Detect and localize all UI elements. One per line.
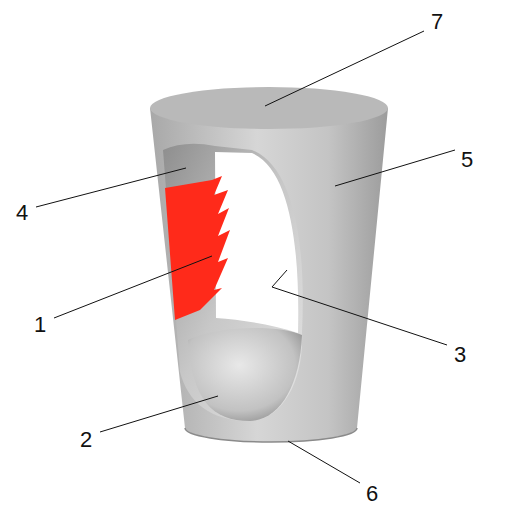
bottom-rim [185,428,357,442]
callout-number: 1 [34,314,46,336]
top-face [150,87,388,129]
window-opening [215,152,298,333]
inner-floor [188,328,302,421]
callout-number: 6 [366,483,378,505]
callout-number: 2 [80,429,92,451]
callout-number: 4 [16,202,28,224]
inner-wall [163,144,303,421]
cylinder-body [150,108,388,442]
callout-number: 7 [431,11,443,33]
callout-number: 3 [454,344,466,366]
leader-lines [36,31,455,483]
callout-number: 5 [461,149,473,171]
red-surface [165,176,230,320]
